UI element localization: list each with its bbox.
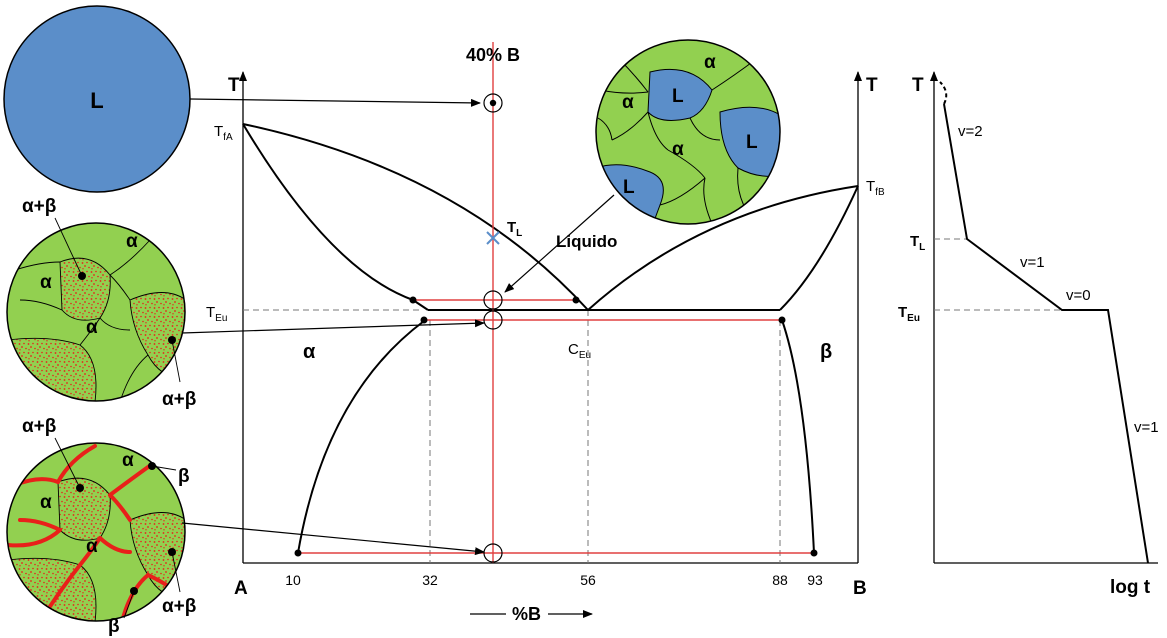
top-L-1: L — [672, 86, 684, 107]
mid-alphabeta-bottom: α+β — [162, 389, 196, 410]
TfA-label: TfA — [214, 123, 233, 143]
rate-v1-a: v=1 — [1020, 254, 1045, 271]
mid-alpha-3: α — [86, 317, 98, 338]
bot-alpha-1: α — [122, 450, 134, 471]
solidus-alpha — [243, 124, 413, 300]
bot-alphabeta-top: α+β — [22, 416, 56, 437]
x-axis-title: %B — [512, 604, 541, 624]
alpha-liquid-microstructure — [590, 35, 790, 235]
TL-label: TL — [507, 219, 522, 239]
liquido-label: Liquido — [556, 232, 617, 251]
cooling-curve-panel: T log t TL TEu v=2 v=1 v=0 v=1 — [898, 72, 1159, 598]
mid-alpha-2: α — [40, 272, 52, 293]
cooling-axis-logt: log t — [1110, 577, 1151, 598]
rate-v1-b: v=1 — [1134, 419, 1159, 436]
tick-32: 32 — [422, 572, 438, 588]
top-alpha-1: α — [704, 52, 716, 73]
tick-88: 88 — [772, 572, 788, 588]
axis-T-right: T — [866, 75, 878, 96]
rate-v0: v=0 — [1066, 287, 1091, 304]
cooling-TEu: TEu — [898, 304, 920, 324]
axis-A: A — [234, 578, 248, 599]
rate-v2: v=2 — [958, 123, 983, 140]
alpha-region-label: α — [303, 341, 316, 363]
bot-beta-1: β — [178, 466, 190, 487]
bot-alphabeta-bottom: α+β — [162, 596, 196, 617]
arrow-bottom-micro — [182, 523, 484, 552]
bot-alpha-3: α — [86, 536, 98, 557]
phase-boundaries — [243, 124, 858, 553]
top-alpha-3: α — [672, 139, 684, 160]
TEu-label: TEu — [206, 304, 227, 324]
axis-T-left: T — [228, 75, 240, 96]
bot-beta-2: β — [108, 616, 120, 637]
mid-alphabeta-top: α+β — [22, 196, 56, 217]
arrow-liquid — [190, 99, 480, 103]
liquidus-alpha — [243, 124, 588, 310]
axis-B: B — [853, 578, 867, 599]
cooling-TL: TL — [910, 233, 925, 253]
TfB-label: TfB — [866, 178, 885, 198]
liquid-microstructure: L — [4, 6, 190, 192]
tick-56: 56 — [580, 572, 596, 588]
arrow-mid-micro — [182, 323, 484, 333]
beta-region-label: β — [820, 341, 832, 363]
top-L-2: L — [746, 132, 758, 153]
solidus-beta — [780, 186, 858, 310]
solvus-alpha — [298, 321, 424, 553]
top-L-3: L — [623, 177, 635, 198]
composition-label: 40% B — [466, 45, 520, 65]
dashed-guides — [243, 310, 780, 563]
top-alpha-2: α — [622, 92, 634, 113]
cooling-axis-T: T — [912, 75, 924, 96]
tick-93: 93 — [807, 572, 823, 588]
tick-10: 10 — [285, 572, 301, 588]
bot-alpha-2: α — [40, 492, 52, 513]
liquid-label: L — [90, 88, 103, 113]
cooling-curve — [944, 104, 1148, 563]
solvus-beta — [782, 320, 814, 553]
mid-alpha-1: α — [126, 231, 138, 252]
